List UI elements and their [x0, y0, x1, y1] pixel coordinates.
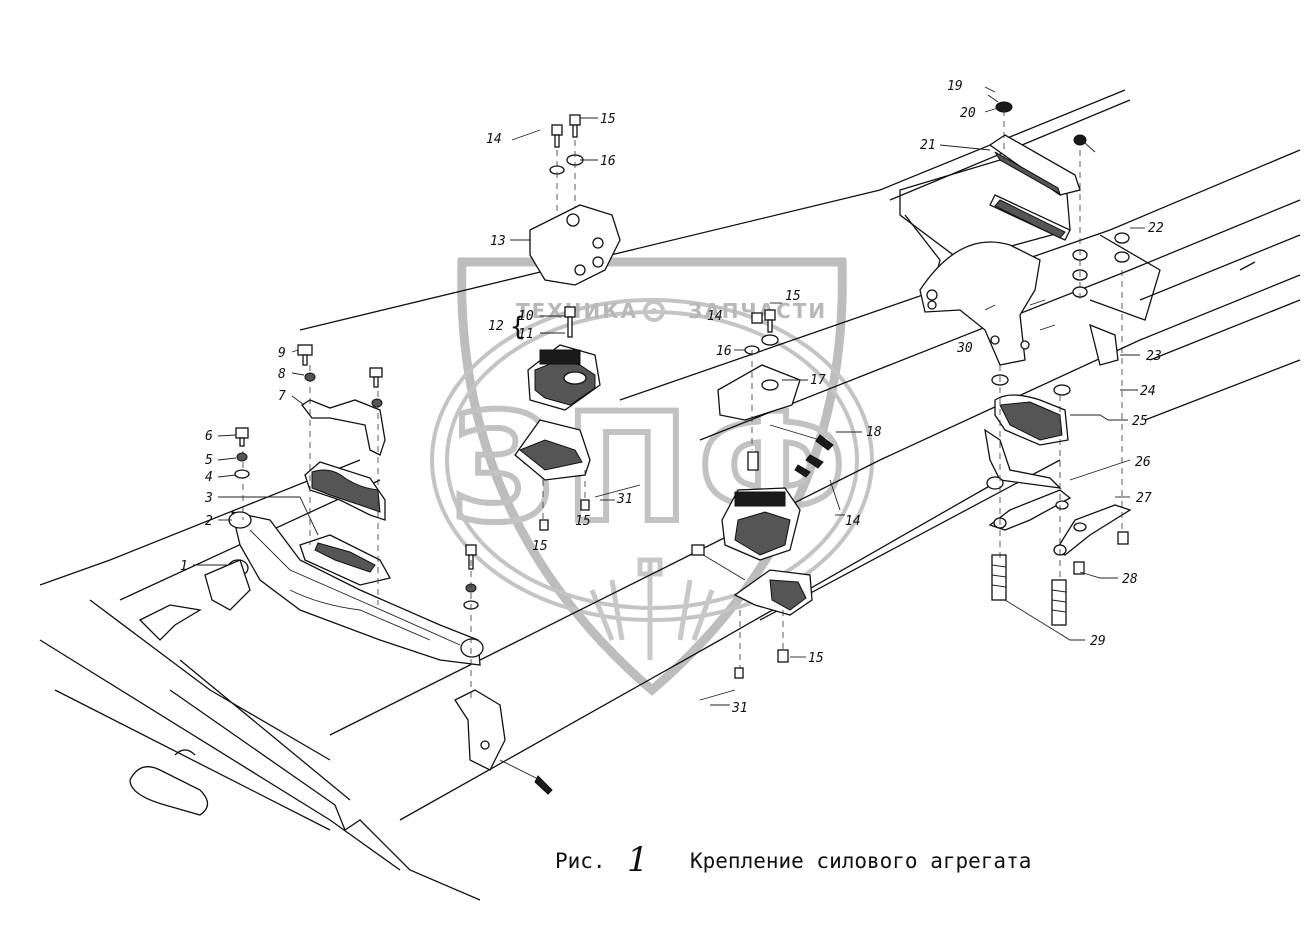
callout-31a: 31 [616, 492, 633, 507]
caption-fig-number: 1 [627, 840, 649, 880]
callout-27: 27 [1136, 491, 1152, 506]
callout-14b: 14 [707, 309, 723, 324]
callout-15c: 15 [575, 514, 591, 529]
callout-15a: 15 [600, 112, 616, 127]
right-center-mount [691, 309, 841, 701]
gear-icon [643, 300, 665, 322]
callout-30: 30 [956, 341, 973, 356]
callout-11: 11 [518, 327, 534, 342]
svg-text:{: { [510, 312, 526, 342]
callout-31b: 31 [731, 701, 748, 716]
callout-15d: 15 [532, 539, 548, 554]
callout-22: 22 [1148, 221, 1164, 236]
callout-7: 7 [278, 389, 286, 404]
callout-12: 12 [488, 319, 504, 334]
callout-15e: 15 [808, 651, 824, 666]
callout-1: 1 [180, 559, 188, 574]
callout-29: 29 [1090, 634, 1106, 649]
front-beam [138, 511, 553, 795]
watermark-text-left: ТЕХНИКА [516, 299, 638, 323]
callout-14a: 14 [486, 132, 502, 147]
callout-3: 3 [204, 491, 213, 506]
callout-16b: 16 [716, 344, 732, 359]
callout-23: 23 [1146, 349, 1162, 364]
caption-title: Крепление силового агрегата [690, 849, 1031, 873]
callout-14c: 14 [845, 514, 861, 529]
callout-13: 13 [490, 234, 506, 249]
callout-6: 6 [205, 429, 213, 444]
callout-28: 28 [1122, 572, 1138, 587]
callout-26: 26 [1135, 455, 1151, 470]
callout-25: 25 [1132, 414, 1148, 429]
callout-9: 9 [278, 346, 286, 361]
callout-16a: 16 [600, 154, 616, 169]
leader-lines [193, 86, 1145, 706]
callout-18: 18 [866, 425, 882, 440]
center-mount [514, 114, 641, 531]
callout-8: 8 [278, 367, 286, 382]
callout-20: 20 [960, 106, 976, 121]
caption-fig-label: Рис. [555, 849, 606, 873]
figure-caption: Рис. 1 Крепление силового агрегата [555, 840, 1031, 880]
callout-5: 5 [205, 453, 213, 468]
callout-21: 21 [920, 138, 936, 153]
callout-19: 19 [947, 79, 963, 94]
callout-10: 10 [518, 309, 534, 324]
callout-2: 2 [205, 514, 213, 529]
callout-15b: 15 [785, 289, 801, 304]
callout-24: 24 [1140, 384, 1156, 399]
callout-17: 17 [810, 373, 826, 388]
rear-mount [919, 94, 1132, 626]
chassis-frame [39, 89, 1301, 901]
left-fasteners [234, 344, 479, 700]
callout-numbers: 1 2 3 4 5 6 7 8 9 10 11 12 { 13 14 15 16… [180, 79, 1164, 716]
left-support [242, 365, 391, 605]
callout-4: 4 [205, 470, 213, 485]
